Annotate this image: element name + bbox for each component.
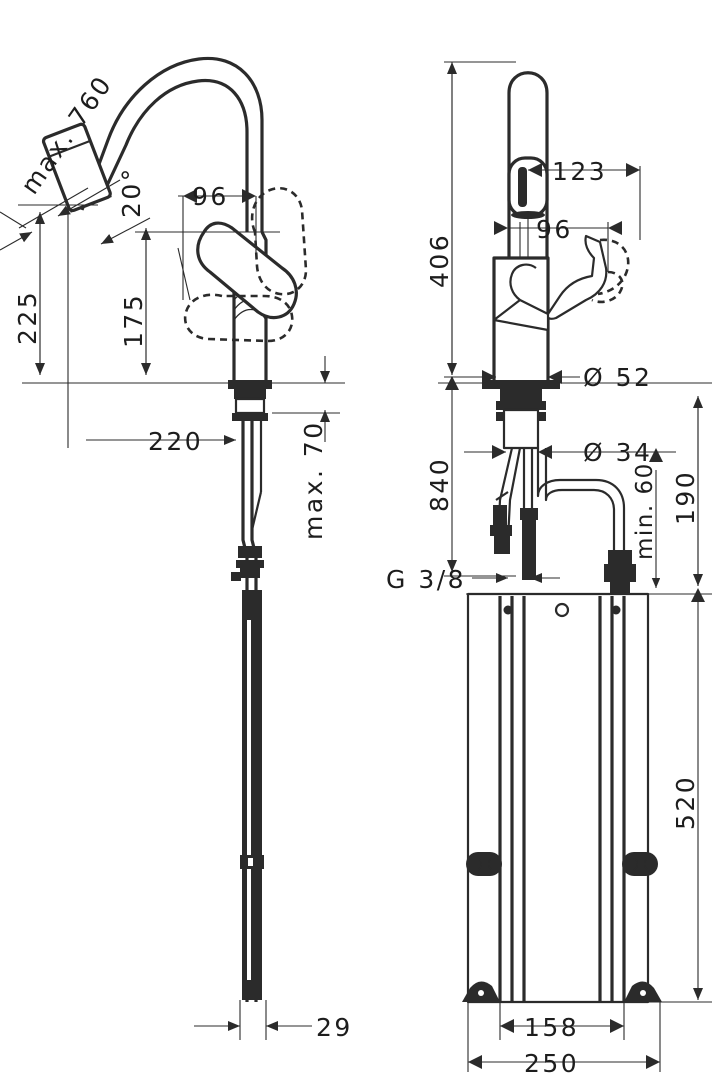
dimension-label-96-right: 96 — [536, 215, 573, 244]
dimension-label-225: 225 — [13, 290, 42, 345]
dimension-250: 250 — [467, 1002, 661, 1078]
mounting-clips — [462, 852, 662, 1002]
dimension-158: 158 — [499, 1002, 625, 1042]
spray-head — [41, 122, 112, 213]
lever-handle-front[interactable] — [492, 234, 608, 332]
dimension-label-175: 175 — [119, 293, 148, 348]
dimension-225: 225 — [13, 212, 45, 375]
dimension-520: 520 — [646, 588, 712, 1003]
dimension-label-dia52: Ø 52 — [583, 363, 652, 392]
escutcheon-shank-front — [482, 380, 560, 450]
dimension-label-29: 29 — [316, 1013, 353, 1042]
dimension-label-840: 840 — [425, 457, 454, 512]
dimension-label-520: 520 — [671, 775, 700, 830]
dimension-123: 123 — [528, 157, 641, 240]
dimension-label-20deg: 20° — [117, 166, 146, 218]
dimension-angle-20: 20° — [100, 166, 191, 301]
dimension-190: 190 — [671, 396, 712, 595]
lever-swing-ghost-front — [591, 238, 630, 304]
dimension-label-g38: G 3/8 — [386, 565, 466, 594]
dimension-label-220: 220 — [148, 427, 203, 456]
cabinet-outline — [466, 592, 712, 1004]
dimension-label-158: 158 — [524, 1013, 579, 1042]
right-view: 406 123 96 Ø 52 — [386, 61, 712, 1078]
deck-escutcheon-and-shank — [228, 380, 272, 421]
supply-hoses — [231, 421, 264, 1002]
spout-gooseneck — [80, 56, 264, 232]
dimension-label-123: 123 — [552, 157, 607, 186]
dimension-label-190: 190 — [671, 470, 700, 525]
dimension-g38: G 3/8 — [386, 565, 560, 594]
lever-swing-ghost — [183, 187, 308, 343]
dimension-label-min60: min. 60 — [632, 462, 658, 560]
dimension-840: 840 — [425, 376, 516, 577]
dimension-min60: min. 60 — [560, 448, 676, 588]
left-view: max. 760 20° 225 175 — [0, 56, 353, 1042]
dimension-29: 29 — [194, 1000, 353, 1042]
dimension-label-406: 406 — [425, 233, 454, 288]
dimension-dia52: Ø 52 — [444, 363, 652, 392]
dimension-220: 220 — [67, 384, 236, 456]
dimension-175: 175 — [119, 228, 280, 375]
spray-tip-reference-arrows — [0, 204, 98, 384]
dimension-label-96-left: 96 — [192, 182, 229, 211]
dimension-label-max70: max. 70 — [299, 420, 328, 540]
dimension-406: 406 — [425, 61, 516, 375]
dimension-96-right: 96 — [494, 215, 622, 272]
lever-handle[interactable] — [196, 221, 298, 320]
dimension-max70: max. 70 — [272, 356, 340, 540]
dimension-label-250: 250 — [524, 1049, 579, 1078]
dimension-96-left: 96 — [178, 182, 257, 300]
supply-hoses-front — [490, 447, 636, 594]
